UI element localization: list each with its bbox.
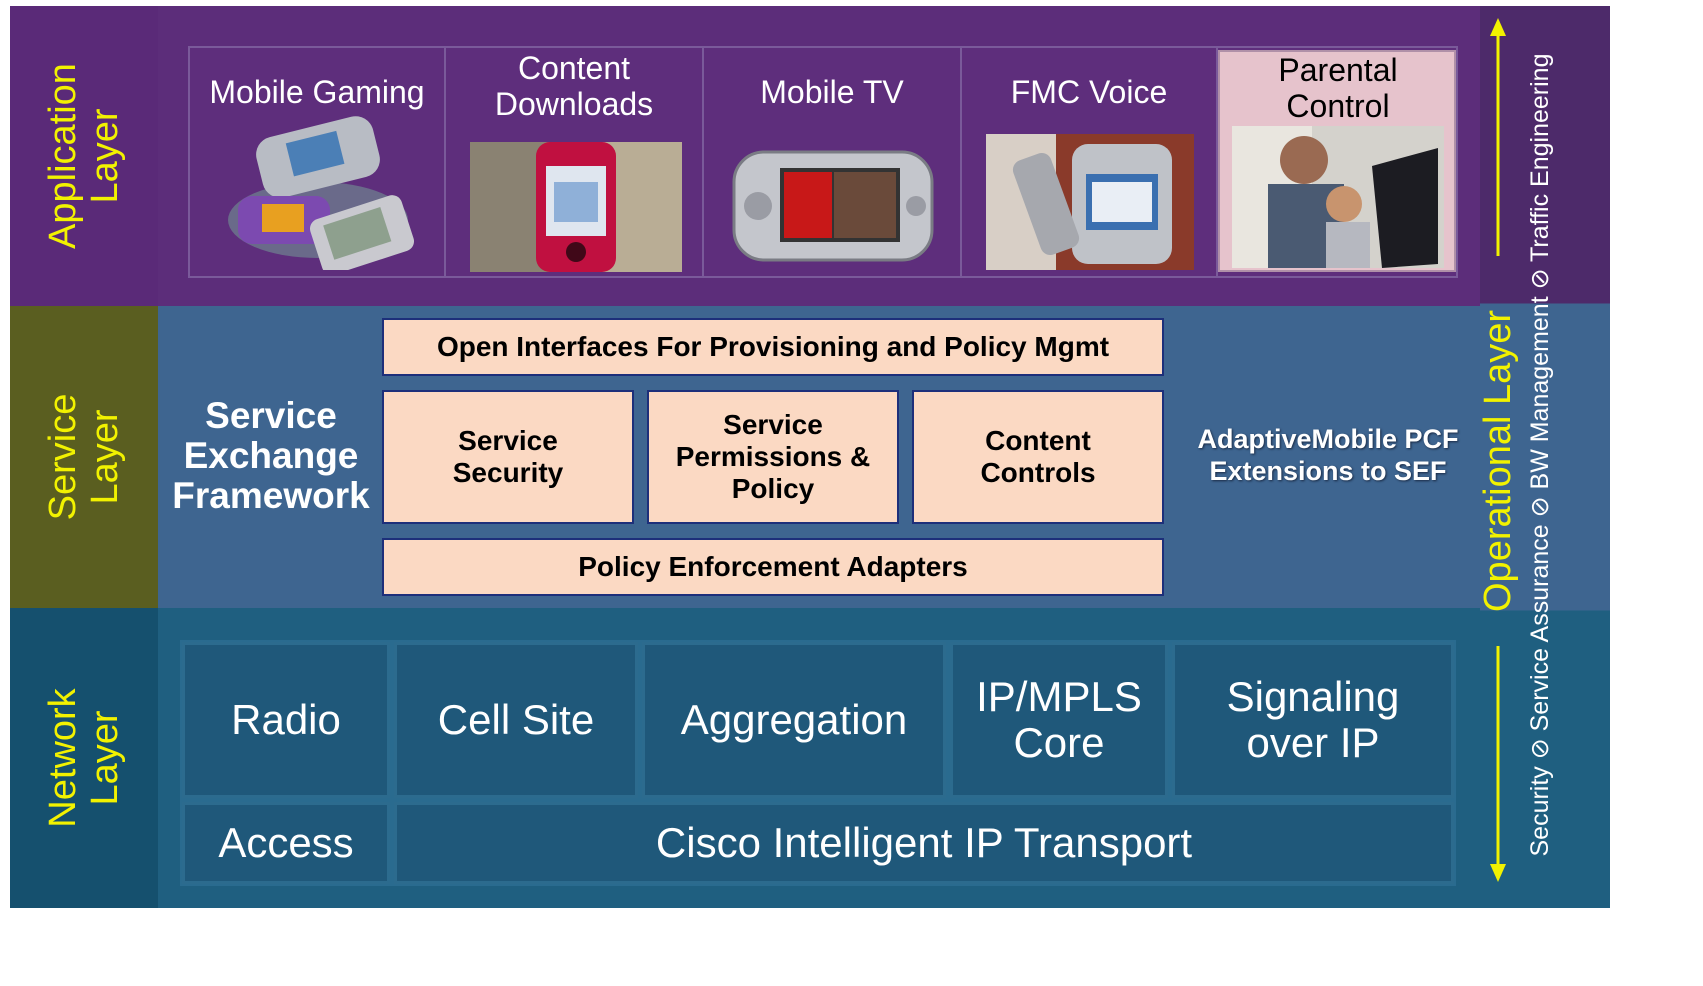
service-exchange-framework: Service Exchange Framework xyxy=(172,395,370,516)
app-mobile-gaming: Mobile Gaming xyxy=(190,48,446,276)
content-controls-box: Content Controls xyxy=(912,390,1164,524)
parent-child-laptop-image xyxy=(1232,126,1444,268)
network-cell-aggregation: Aggregation xyxy=(642,642,946,798)
app-label: Mobile Gaming xyxy=(209,74,425,110)
down-arrow-head xyxy=(1490,864,1506,882)
up-arrow-head xyxy=(1490,18,1506,36)
application-layer-label: Application Layer xyxy=(42,63,126,249)
operational-column: Operational Layer Security ⊘ Service Ass… xyxy=(1477,6,1610,908)
service-layer-label-panel: Service Layer xyxy=(10,306,158,608)
operational-side-text: Security ⊘ Service Assurance ⊘ BW Manage… xyxy=(1526,53,1554,857)
application-frame: Mobile Gaming Content Downloads Mobile T… xyxy=(188,46,1458,278)
app-label: Content Downloads xyxy=(494,50,654,122)
service-layer-label: Service Layer xyxy=(42,393,126,521)
app-parental-control: Parental Control xyxy=(1218,48,1458,276)
app-fmc-voice: FMC Voice xyxy=(962,48,1218,276)
network-cell-cell-site: Cell Site xyxy=(394,642,638,798)
app-mobile-tv: Mobile TV xyxy=(704,48,962,276)
app-label: FMC Voice xyxy=(1010,74,1168,110)
network-cell-ip-mpls-core: IP/MPLS Core xyxy=(950,642,1168,798)
service-permissions-box: Service Permissions & Policy xyxy=(647,390,899,524)
app-label: Mobile TV xyxy=(760,74,904,110)
network-cell-access: Access xyxy=(182,802,390,884)
mobile-tv-device-image xyxy=(732,150,934,262)
phone-download-image xyxy=(470,142,682,272)
network-layer-label-panel: Network Layer xyxy=(10,608,158,908)
policy-enforcement-adapters-box: Policy Enforcement Adapters xyxy=(382,538,1164,596)
network-cell-radio: Radio xyxy=(182,642,390,798)
network-layer-label: Network Layer xyxy=(42,688,126,828)
open-interfaces-box: Open Interfaces For Provisioning and Pol… xyxy=(382,318,1164,376)
service-security-box: Service Security xyxy=(382,390,634,524)
network-cell-signaling-over-ip: Signaling over IP xyxy=(1172,642,1454,798)
flip-phone-image xyxy=(986,134,1194,270)
adaptivemobile-pcf-label: AdaptiveMobile PCF Extensions to SEF xyxy=(1197,424,1459,486)
application-layer-label-panel: Application Layer xyxy=(10,6,158,306)
app-label: Parental Control xyxy=(1278,52,1398,124)
network-cell-cisco-transport: Cisco Intelligent IP Transport xyxy=(394,802,1454,884)
app-content-downloads: Content Downloads xyxy=(446,48,704,276)
operational-layer-label: Operational Layer xyxy=(1477,309,1519,612)
handheld-devices-image xyxy=(228,116,415,270)
operational-arrows xyxy=(1490,18,1506,882)
